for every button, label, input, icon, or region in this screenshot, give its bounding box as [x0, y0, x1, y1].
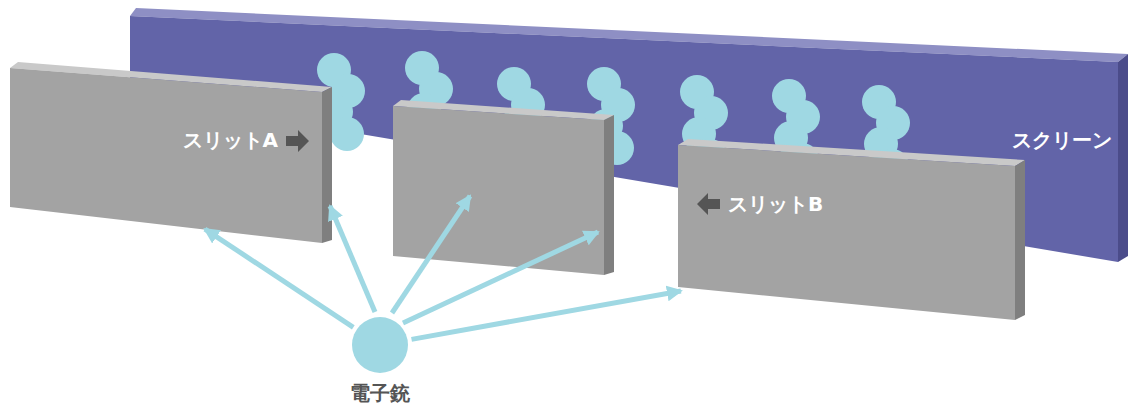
- part-label: スリットA: [183, 128, 278, 152]
- electron-gun-outline: [352, 317, 408, 373]
- slit-panel: スリットB: [676, 138, 1028, 328]
- slit-panel: スリットA: [8, 60, 334, 246]
- part-label: スリットB: [728, 192, 823, 216]
- electron-gun: 電子銃: [352, 317, 408, 373]
- middle-panel: [393, 100, 614, 275]
- slit-panel-outline: [676, 138, 1028, 328]
- electron-beam: [205, 229, 353, 327]
- gun-label: 電子銃: [350, 381, 410, 405]
- slit-panel-outline: [8, 60, 334, 246]
- electron-beam: [330, 196, 598, 323]
- electron-beam: [411, 291, 680, 339]
- pointer-arrow: [286, 130, 720, 215]
- part-label: スクリーン: [1012, 128, 1112, 152]
